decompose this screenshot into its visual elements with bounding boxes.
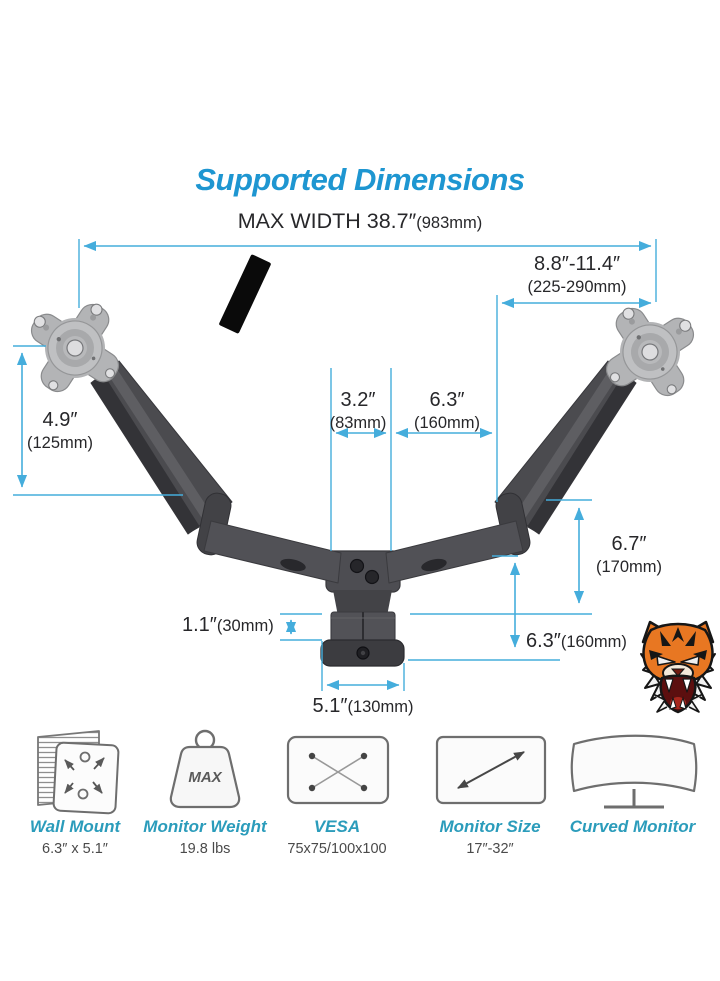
- offset-b-inch: 6.3″: [429, 389, 465, 411]
- page-title: Supported Dimensions: [195, 162, 525, 197]
- plate-gap-mm: (30mm): [216, 617, 274, 635]
- spec-label-monitor-size: Monitor Size: [439, 817, 541, 836]
- spec-value-wall-mount: 6.3″ x 5.1″: [42, 841, 108, 857]
- vesa-icon: [286, 735, 390, 805]
- dimension-wall-plate-gap: 1.1″(30mm): [182, 613, 274, 638]
- spec-label-wall-mount: Wall Mount: [29, 817, 121, 836]
- tiger-logo: [640, 620, 716, 714]
- offset-b-mm: (160mm): [413, 414, 480, 432]
- spec-value-vesa: 75x75/100x100: [287, 841, 387, 857]
- spec-value-monitor-weight: 19.8 lbs: [179, 841, 231, 857]
- max-width-dimension: MAX WIDTH 38.7″(983mm): [0, 209, 720, 234]
- arm-range-mm: (225-290mm): [527, 278, 627, 296]
- offset-a-mm: (83mm): [329, 414, 387, 432]
- censor-bar: [219, 254, 271, 334]
- plate-width-inch: 5.1″: [312, 695, 348, 717]
- monitor-size-icon: [435, 735, 547, 805]
- arm-range-inch: 8.8″-11.4″: [533, 253, 621, 275]
- max-width-mm: (983mm): [416, 214, 483, 232]
- spec-label-monitor-weight: Monitor Weight: [143, 817, 267, 836]
- dimension-offset-b: 6.3″ (160mm): [397, 388, 497, 434]
- lower-ext-inch: 6.3″: [526, 630, 561, 652]
- vesa-height-mm: (125mm): [26, 434, 93, 452]
- elbow-drop-inch: 6.7″: [611, 533, 647, 555]
- vesa-height-inch: 4.9″: [42, 409, 78, 431]
- wall-mount-icon: [37, 730, 120, 815]
- wall-plate-lower: [320, 558, 405, 667]
- monitor-weight-icon: [169, 729, 241, 809]
- lower-ext-mm: (160mm): [560, 633, 627, 651]
- dimension-elbow-drop: 6.7″ (170mm): [581, 532, 677, 578]
- spec-value-monitor-size: 17″-32″: [466, 841, 514, 857]
- wall-mount-assembly: [325, 550, 401, 616]
- dimension-arm-range: 8.8″-11.4″ (225-290mm): [487, 252, 667, 298]
- dimension-vesa-plate-height: 4.9″ (125mm): [12, 408, 108, 454]
- max-width-label: MAX WIDTH 38.7″: [237, 209, 417, 233]
- left-monitor-arm: [90, 360, 342, 584]
- dimension-lower-extension: 6.3″(160mm): [526, 629, 627, 654]
- weight-icon-max-text: MAX: [188, 769, 222, 786]
- plate-gap-inch: 1.1″: [182, 614, 217, 636]
- spec-label-vesa: VESA: [313, 817, 361, 836]
- dimension-wall-plate-width: 5.1″(130mm): [300, 694, 426, 719]
- spec-label-curved-monitor: Curved Monitor: [569, 817, 696, 836]
- curved-monitor-icon: [570, 734, 698, 809]
- elbow-drop-mm: (170mm): [595, 558, 662, 576]
- offset-a-inch: 3.2″: [340, 389, 376, 411]
- dimension-lines: [13, 239, 657, 691]
- dimension-offset-a: 3.2″ (83mm): [308, 388, 408, 434]
- plate-width-mm: (130mm): [347, 698, 414, 716]
